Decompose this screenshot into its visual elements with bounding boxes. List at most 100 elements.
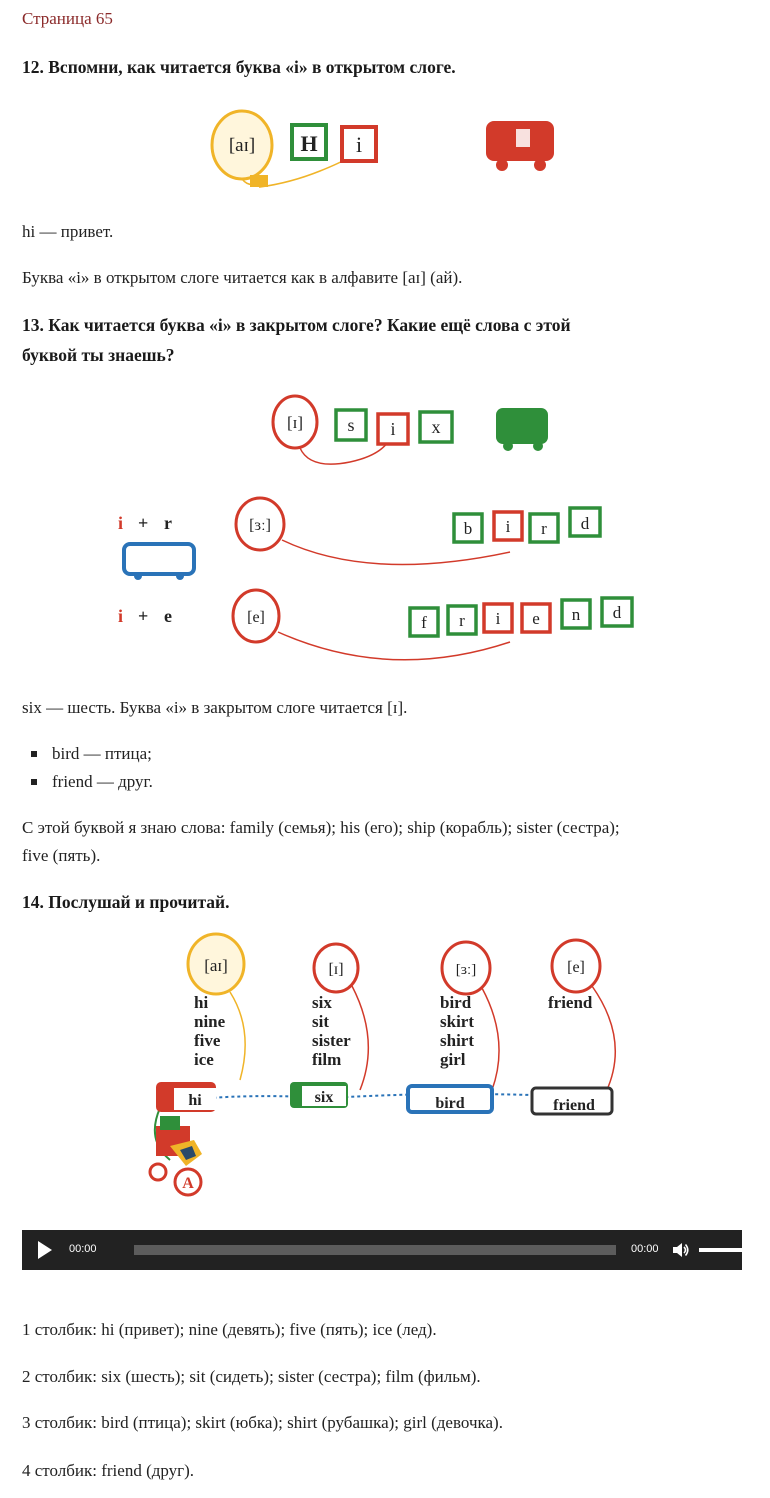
answer-column-3: 3 столбик: bird (птица); skirt (юбка); s… [22, 1413, 503, 1432]
block-x-label: x [432, 417, 441, 437]
task13-bullet-list: bird — птица; friend — друг. [22, 740, 153, 796]
block-s: s [334, 408, 368, 442]
block-d2-label: d [613, 603, 622, 622]
task13-illustration: [ɪ] s i x i + r [ɜː] b i r [118, 394, 634, 661]
block-s-label: s [347, 415, 354, 435]
balloon-e-label: [e] [247, 609, 265, 626]
task12-line1: hi — привет. [22, 222, 114, 241]
block-b: b [452, 512, 484, 544]
volume-icon[interactable] [672, 1241, 690, 1259]
block-b-label: b [464, 519, 473, 538]
answer-column-2: 2 столбик: six (шесть); sit (сидеть); si… [22, 1367, 481, 1386]
column-er: [ɜː] bird skirt shirt girl bird [406, 940, 500, 1114]
wagon-six-label: six [315, 1089, 334, 1106]
block-n-label: n [572, 605, 581, 624]
balloon-er: [ɜː] [234, 496, 511, 566]
audio-progress-track[interactable] [134, 1245, 616, 1255]
row2-label-i: i [118, 513, 123, 533]
block-f: f [408, 606, 440, 638]
col3-word-shirt: shirt [440, 1031, 474, 1050]
engine-letter: A [182, 1175, 194, 1192]
block-h-label: H [300, 131, 317, 156]
audio-current-time: 00:00 [69, 1243, 97, 1255]
wagon-friend-label: friend [553, 1097, 595, 1114]
column-e: [e] friend friend [530, 938, 617, 1116]
block-x: x [418, 410, 454, 444]
task14-heading: 14. Послушай и прочитай. [22, 892, 230, 912]
block-r: r [528, 512, 560, 544]
answer-column-1: 1 столбик: hi (привет); nine (девять); f… [22, 1320, 437, 1339]
col3-word-girl: girl [440, 1050, 466, 1069]
block-e: e [520, 602, 552, 634]
task13-heading-line1: 13. Как читается буква «i» в закрытом сл… [22, 315, 571, 335]
block-d2: d [600, 596, 634, 628]
row2-label-plus: + [138, 513, 148, 533]
bullet-friend: friend — друг. [22, 768, 153, 796]
col1-word-five: five [194, 1031, 221, 1050]
task13-line2b: five (пять). [22, 846, 101, 865]
block-i-bird-label: i [506, 517, 511, 536]
wagon-hi-label: hi [188, 1092, 202, 1109]
page-label: Страница 65 [22, 9, 113, 28]
red-wagon [486, 121, 554, 171]
col1-word-hi: hi [194, 993, 208, 1012]
balloon-ai-label: [aɪ] [229, 135, 255, 156]
block-i-friend-label: i [496, 609, 501, 628]
block-e-label: e [532, 609, 540, 628]
balloon-short-i-label: [ɪ] [287, 413, 303, 432]
col2-balloon-label: [ɪ] [328, 961, 343, 978]
block-i-label: i [356, 132, 362, 157]
balloon-ai: [aɪ] [210, 109, 351, 188]
block-r2: r [446, 604, 478, 636]
block-i: i [340, 125, 378, 163]
block-h: H [290, 123, 328, 161]
task13-line1: six — шесть. Буква «i» в закрытом слоге … [22, 698, 408, 717]
block-i-friend: i [482, 602, 514, 634]
block-r-label: r [541, 519, 547, 538]
column-ai: [aɪ] hi nine five ice hi [156, 932, 246, 1112]
col3-word-skirt: skirt [440, 1012, 474, 1031]
task12-line2: Буква «i» в открытом слоге читается как … [22, 268, 463, 287]
balloon-e: [e] [231, 588, 511, 661]
blue-wagon [122, 542, 196, 580]
col1-balloon-label: [aɪ] [204, 956, 228, 975]
block-r2-label: r [459, 611, 465, 630]
audio-player: 00:00 00:00 [22, 1230, 749, 1270]
col1-word-nine: nine [194, 1012, 226, 1031]
play-icon[interactable] [38, 1241, 52, 1259]
col3-balloon-label: [ɜː] [456, 962, 476, 978]
task14-illustration: [aɪ] hi nine five ice hi [ɪ] six sit sis… [148, 932, 617, 1197]
block-d: d [568, 506, 602, 538]
task13-line2a: С этой буквой я знаю слова: family (семь… [22, 818, 620, 837]
block-i-bird: i [492, 510, 524, 542]
green-wagon [496, 408, 548, 451]
block-d-label: d [581, 514, 590, 533]
block-f-label: f [421, 613, 427, 632]
col2-word-sister: sister [312, 1031, 351, 1050]
block-i-six: i [376, 412, 410, 446]
answer-column-4: 4 столбик: friend (друг). [22, 1461, 195, 1480]
col2-word-sit: sit [312, 1012, 329, 1031]
wagon-bird-label: bird [435, 1095, 464, 1112]
col2-word-six: six [312, 993, 332, 1012]
task12-heading: 12. Вспомни, как читается буква «i» в от… [22, 57, 456, 77]
col2-word-film: film [312, 1050, 341, 1069]
column-short-i: [ɪ] six sit sister film six [290, 942, 370, 1108]
task13-heading-line2: буквой ты знаешь? [22, 345, 175, 365]
volume-slider[interactable] [699, 1248, 749, 1252]
row2-label-r: r [164, 513, 172, 533]
col1-word-ice: ice [194, 1050, 214, 1069]
col3-word-bird: bird [440, 993, 472, 1012]
col4-balloon-label: [e] [567, 959, 585, 976]
row3-label-e: e [164, 606, 172, 626]
task12-illustration: [aɪ] H i [210, 109, 554, 188]
bullet-bird: bird — птица; [22, 740, 153, 768]
audio-duration: 00:00 [631, 1243, 659, 1255]
row3-label-i: i [118, 606, 123, 626]
col4-word-friend: friend [548, 993, 593, 1012]
balloon-short-i: [ɪ] [271, 394, 389, 465]
block-n: n [560, 598, 592, 630]
balloon-er-label: [ɜː] [249, 517, 271, 534]
train-engine: A [148, 1116, 203, 1197]
block-i-six-label: i [390, 419, 395, 439]
